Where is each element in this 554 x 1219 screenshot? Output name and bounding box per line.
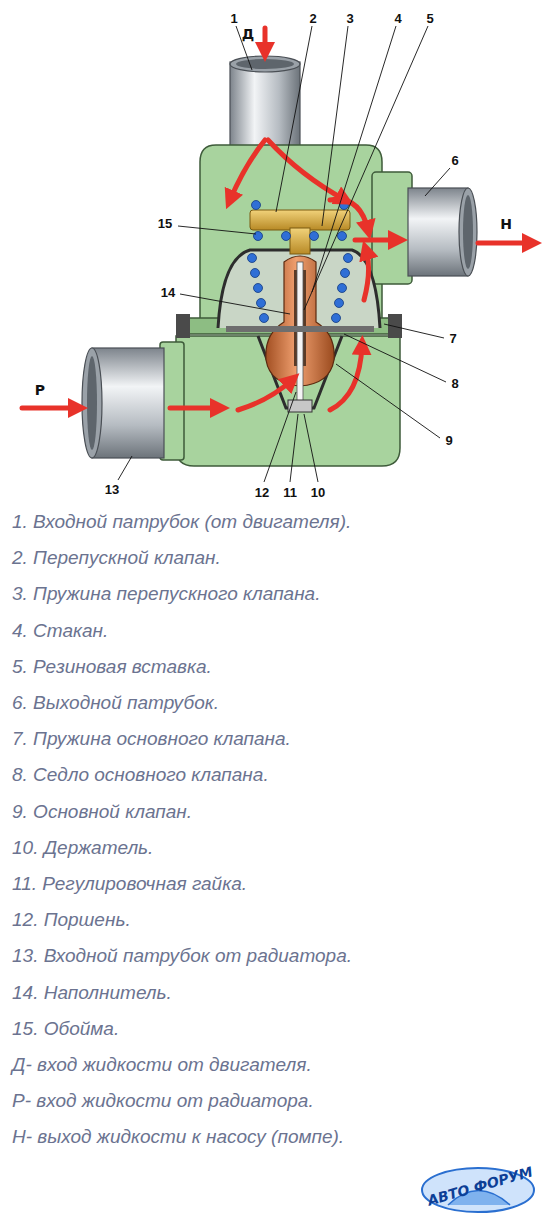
legend-line: 4. Стакан. — [12, 619, 108, 643]
callout-number: 11 — [281, 485, 299, 500]
legend-line: 11. Регулировочная гайка. — [12, 872, 247, 896]
legend-line: 7. Пружина основного клапана. — [12, 727, 291, 751]
legend-line: Д- вход жидкости от двигателя. — [12, 1053, 312, 1077]
callout-number: 15 — [156, 216, 174, 231]
flow-letter: Н — [500, 216, 512, 232]
piston — [297, 262, 303, 404]
callout-number: 10 — [309, 485, 327, 500]
callout-number: 12 — [253, 485, 271, 500]
callout-number: 5 — [424, 11, 435, 26]
watermark: АВТО ФОРУМ — [426, 1163, 535, 1208]
legend-line: 12. Поршень. — [12, 908, 131, 932]
legend-line: 1. Входной патрубок (от двигателя). — [12, 510, 351, 534]
radiator-pipe — [82, 348, 164, 458]
legend-line: 2. Перепускной клапан. — [12, 546, 221, 570]
housing — [160, 145, 412, 466]
legend-line: 6. Выходной патрубок. — [12, 691, 219, 715]
flange-bolt — [176, 314, 190, 338]
valve-seat — [226, 326, 374, 332]
legend-line: 14. Наполнитель. — [12, 981, 172, 1005]
legend-line: 10. Держатель. — [12, 836, 153, 860]
callout-number: 13 — [103, 482, 121, 497]
callout-number: 7 — [447, 331, 458, 346]
legend-line: Р- вход жидкости от радиатора. — [12, 1089, 314, 1113]
legend-line: 5. Резиновая вставка. — [12, 655, 212, 679]
legend-line: 8. Седло основного клапана. — [12, 763, 269, 787]
callout-number: 14 — [159, 285, 177, 300]
callout-number: 2 — [307, 11, 318, 26]
callout-number: 6 — [449, 153, 460, 168]
adjusting-nut — [288, 400, 312, 412]
flow-arrow — [22, 28, 532, 410]
flow-letter: Р — [35, 382, 45, 398]
outlet-pipe — [408, 188, 477, 276]
callout-number: 3 — [344, 11, 355, 26]
leader-line — [118, 26, 450, 482]
callout-number: 4 — [392, 11, 403, 26]
callout-number: 1 — [228, 11, 239, 26]
flange-bolt — [388, 314, 402, 338]
legend-line: 15. Обойма. — [12, 1017, 119, 1041]
callout-number: 9 — [443, 433, 454, 448]
legend-line: 13. Входной патрубок от радиатора. — [12, 944, 352, 968]
callout-number: 8 — [449, 376, 460, 391]
bypass-stem — [290, 228, 310, 254]
flow-letter: Д — [242, 26, 254, 42]
spring — [248, 201, 353, 323]
legend-line: 3. Пружина перепускного клапана. — [12, 582, 320, 606]
legend-line: 9. Основной клапан. — [12, 800, 192, 824]
legend-line: Н- выход жидкости к насосу (помпе). — [12, 1125, 344, 1149]
